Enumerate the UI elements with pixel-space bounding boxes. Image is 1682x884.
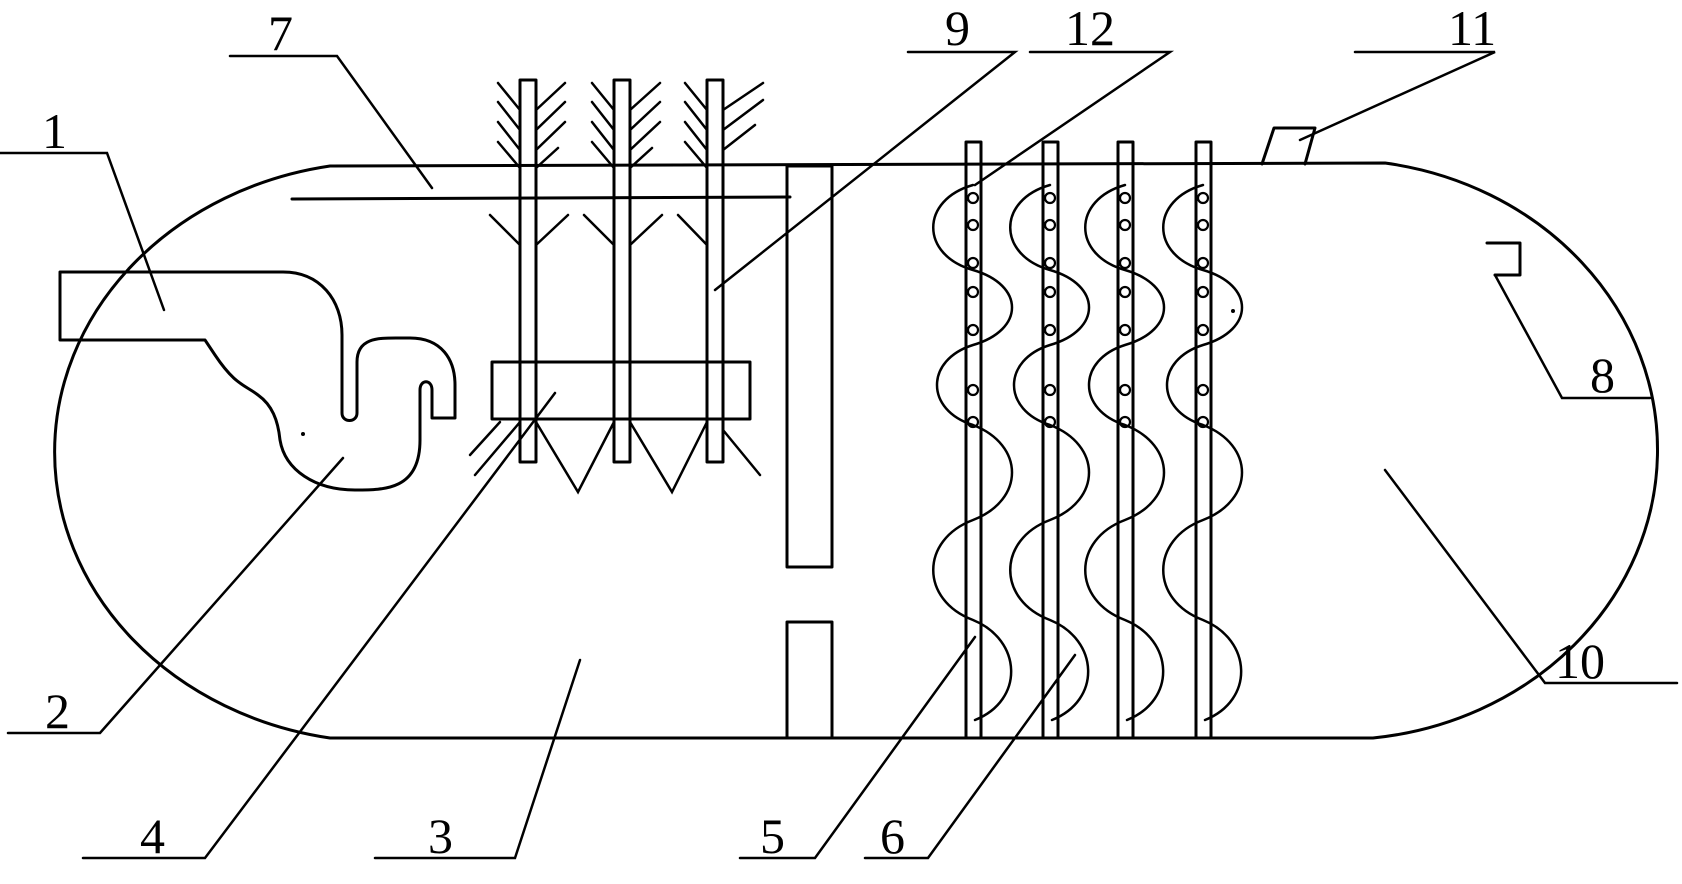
- label-10: 10: [1555, 633, 1605, 689]
- top-channel-line: [290, 195, 792, 201]
- label-1: 1: [42, 103, 67, 159]
- tank-body: [53, 161, 1659, 740]
- label-3: 3: [428, 808, 453, 864]
- label-4: 4: [140, 808, 165, 864]
- label-9: 9: [945, 0, 970, 56]
- inlet-pipe: [58, 270, 457, 492]
- leader-lines: [0, 50, 1679, 860]
- speck: [301, 432, 305, 436]
- label-11: 11: [1448, 0, 1496, 56]
- label-6: 6: [880, 808, 905, 864]
- label-2: 2: [45, 683, 70, 739]
- brush-bristles-top: [496, 81, 765, 170]
- label-8: 8: [1590, 347, 1615, 403]
- vent-nozzle: [1260, 126, 1317, 166]
- brush-rods: [518, 78, 725, 464]
- baffle-lower: [785, 620, 834, 740]
- label-7: 7: [268, 5, 293, 61]
- baffle-upper: [785, 164, 834, 569]
- brush-bristles-middle: [488, 213, 709, 247]
- outlet-nozzle: [1485, 241, 1522, 277]
- label-5: 5: [760, 808, 785, 864]
- speck: [1231, 309, 1235, 313]
- brush-bristles-bottom: [468, 420, 762, 495]
- helical-fillers: [932, 183, 1244, 722]
- perforated-rods: [964, 140, 1213, 740]
- rod-holes: [966, 191, 1210, 429]
- label-12: 12: [1065, 0, 1115, 56]
- filter-carrier-block: [490, 360, 752, 421]
